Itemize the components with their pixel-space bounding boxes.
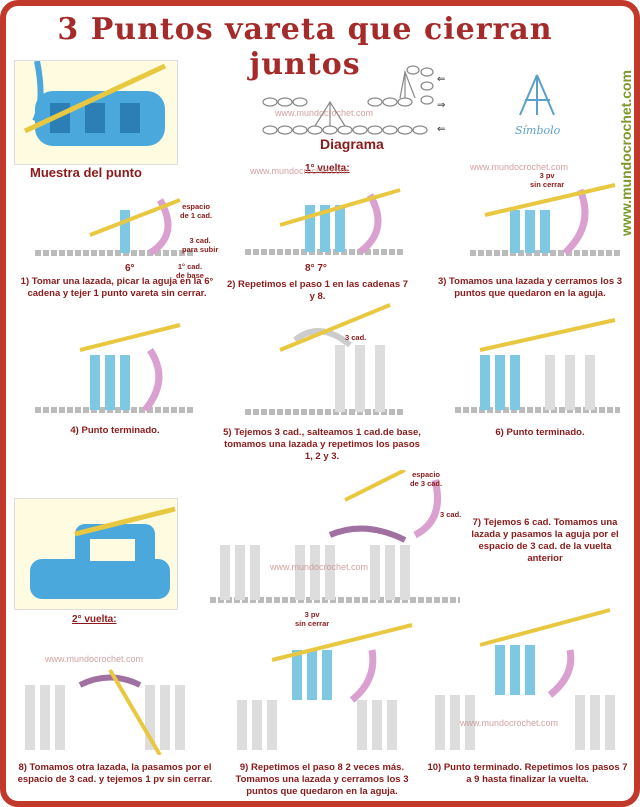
step9-caption: 9) Repetimos el paso 8 2 veces más. Toma… (235, 762, 409, 797)
note-87: 8° 7° (305, 263, 327, 274)
step4-caption: 4) Punto terminado. (70, 425, 160, 436)
step8-illustration (20, 640, 220, 757)
watermark-1: www.mundocrochet.com (275, 108, 374, 118)
note-6: 6° (125, 263, 135, 274)
step6-illustration (450, 305, 625, 420)
step10-caption: 10) Punto terminado. Repetimos los pasos… (427, 762, 628, 785)
svg-text:⇐: ⇐ (437, 74, 445, 85)
step6-caption: 6) Punto terminado. (495, 427, 585, 438)
step8-caption: 8) Tomamos otra lazada, la pasamos por e… (17, 762, 213, 785)
svg-text:⇒: ⇒ (437, 100, 445, 111)
sample-label: Muestra del punto (30, 165, 142, 180)
step1-illustration (30, 185, 200, 270)
step1-caption: 1) Tomar una lazada, picar la aguja en l… (20, 276, 214, 299)
step10-illustration (430, 600, 630, 755)
step7-illustration (205, 468, 465, 610)
step7-caption: 7) Tejemos 6 cad. Tomamos una lazada y p… (471, 517, 619, 564)
step2-caption: 2) Repetimos el paso 1 en las cadenas 7 … (226, 279, 409, 302)
step5-caption: 5) Tejemos 3 cad., salteamos 1 cad.de ba… (223, 427, 421, 462)
diagram-label: Diagrama (320, 136, 384, 152)
step9-illustration (222, 610, 422, 755)
round2-label: 2° vuelta: (72, 614, 117, 625)
symbol-icon (515, 70, 560, 120)
note-3cad-subir: 3 cad.para subir (182, 236, 219, 254)
stitch-diagram: ⇐ ⇒ ⇐ (255, 60, 455, 140)
note-1cad-base: 1° cad.de base (176, 262, 204, 280)
watermark-6: www.mundocrochet.com (460, 718, 559, 728)
page-title: 3 Puntos vareta que cierran juntos (57, 12, 553, 82)
sample-photo-1 (14, 60, 178, 165)
step2-illustration (240, 180, 410, 265)
round1-label: 1° vuelta: (305, 163, 350, 174)
symbol-label: Símbolo (515, 124, 561, 137)
step4-illustration (30, 310, 200, 420)
watermark-2: www.mundocrochet.com (250, 166, 349, 176)
step5-illustration (240, 300, 410, 425)
note-3cad-b: 3 cad. (440, 510, 462, 519)
svg-text:⇐: ⇐ (437, 124, 445, 135)
step3-illustration (465, 165, 625, 265)
sample-photo-2 (14, 498, 178, 610)
watermark-5: www.mundocrochet.com (45, 654, 144, 664)
watermark-4: www.mundocrochet.com (270, 562, 369, 572)
note-3cad-a: 3 cad. (345, 333, 367, 342)
step3-caption: 3) Tomamos una lazada y cerramos los 3 p… (437, 276, 623, 299)
watermark-3: www.mundocrochet.com (470, 162, 569, 172)
